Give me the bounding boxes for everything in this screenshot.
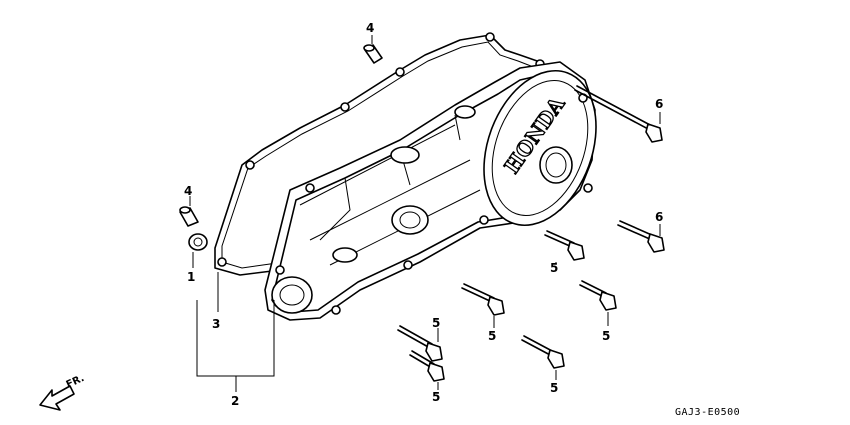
callout-5-right-upper: 5	[550, 261, 558, 275]
collar-part-1	[188, 233, 208, 251]
callout-2: 2	[231, 394, 239, 408]
callout-labels: 4 4 1 3 2 6 6 5 5 5 5 5 5	[184, 21, 663, 408]
leader-lines	[189, 35, 661, 392]
dowel-pin-lower	[179, 206, 199, 227]
callout-5-center: 5	[488, 329, 496, 343]
callout-6-upper: 6	[655, 97, 663, 111]
callout-5-left-upper: 5	[432, 316, 440, 330]
direction-label: FR.	[65, 373, 86, 391]
diagram-code: GAJ3-E0500	[675, 407, 740, 418]
left-crankcase-cover: HONDA	[264, 61, 597, 321]
callout-4-upper: 4	[366, 21, 374, 35]
callout-1: 1	[187, 270, 195, 284]
front-direction-arrow: FR.	[39, 373, 86, 411]
callout-5-right-lower: 5	[602, 329, 610, 343]
bolts	[397, 85, 665, 382]
callout-4-lower: 4	[184, 184, 192, 198]
callout-5-left-lower: 5	[432, 390, 440, 404]
callout-6-lower: 6	[655, 210, 663, 224]
callout-5-center-lower: 5	[550, 381, 558, 395]
dowel-pin-upper	[363, 44, 383, 64]
callout-3: 3	[212, 317, 220, 331]
